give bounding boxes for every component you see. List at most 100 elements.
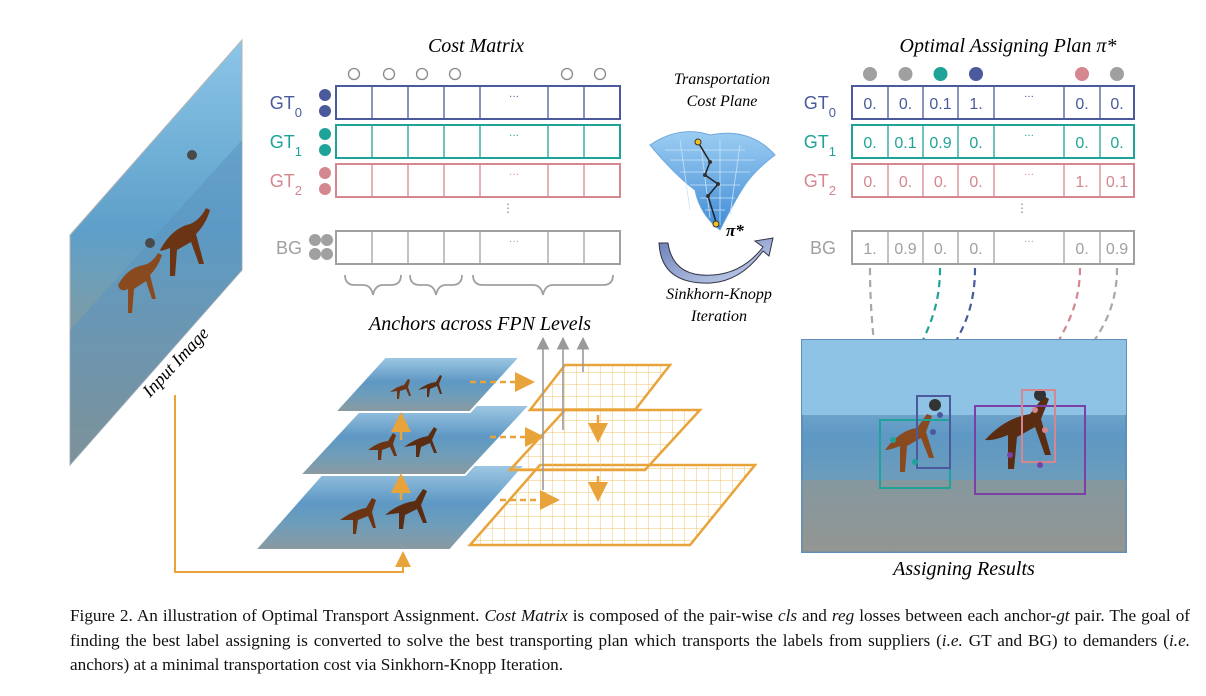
plan-cell-value: 0.	[969, 174, 982, 191]
anchor-circle	[415, 67, 429, 81]
plan-cell-value: 0.9	[929, 135, 951, 152]
supplier-dot	[321, 248, 333, 260]
plan-row-label: GT2	[804, 171, 836, 198]
fpn-image-pyramid	[252, 356, 533, 551]
plan-cell-value: 0.	[1075, 96, 1088, 113]
results-label: Assigning Results	[891, 558, 1035, 580]
supplier-dot	[319, 167, 331, 179]
plan-row-ellipsis: ···	[1024, 237, 1034, 248]
transport-plane-label-line1: Transportation	[674, 71, 770, 88]
sinkhorn-label-line2: Iteration	[690, 308, 747, 325]
plan-row-ellipsis: ···	[1024, 92, 1034, 103]
caption-term: cls	[777, 606, 798, 625]
cost-row-label: BG	[276, 238, 302, 258]
caption-text: and	[802, 606, 827, 625]
caption-text: pair. The goal of finding the best label…	[70, 606, 1191, 650]
caption-text: anchors) at a minimal transportation cos…	[70, 655, 564, 674]
ota-figure: Input Image Cost Matrix GT0···GT1···GT2·…	[69, 35, 1135, 580]
transport-plane-label-line2: Cost Plane	[687, 93, 758, 110]
caption-text: is composed of the pair-wise	[572, 606, 773, 625]
caption-term: i.e.	[1169, 630, 1191, 650]
supplier-dot	[319, 105, 331, 117]
plan-cell-value: 0.9	[894, 241, 916, 258]
caption-term: reg	[831, 606, 855, 625]
caption-text: GT and BG) to demanders (	[968, 630, 1170, 650]
cost-matrix-title: Cost Matrix	[428, 35, 524, 57]
cost-row	[335, 163, 621, 198]
cost-row	[335, 230, 621, 265]
plan-row	[851, 124, 1135, 159]
cost-row-ellipsis: ···	[509, 131, 519, 142]
result-anchor-points	[890, 407, 1048, 468]
cost-row-ellipsis: ···	[509, 92, 519, 103]
cost-row-ellipsis: ···	[509, 237, 519, 248]
plan-cell-value: 0.	[969, 135, 982, 152]
plan-cell-value: 0.	[899, 96, 912, 113]
plan-cell-value: 0.	[934, 241, 947, 258]
supplier-dot	[321, 234, 333, 246]
plan-cell-value: 0.	[863, 174, 876, 191]
demander-dot	[898, 67, 913, 81]
input-image	[69, 38, 243, 467]
cost-row	[335, 124, 621, 159]
demander-dot	[969, 67, 983, 81]
plan-row-label: GT1	[804, 132, 836, 159]
plan-row-label: BG	[810, 238, 836, 258]
cost-row-label: GT0	[270, 93, 302, 120]
supplier-dot	[319, 89, 331, 101]
plan-cell-value: 0.9	[1106, 241, 1128, 258]
plan-cell-value: 0.	[934, 174, 947, 191]
supplier-dot	[309, 234, 321, 246]
caption-lead: Figure 2. An illustration of Optimal Tra…	[70, 606, 480, 625]
plan-cell-value: 0.	[1075, 135, 1088, 152]
pi-star-label: π*	[726, 221, 744, 240]
plan-row-ellipsis: ···	[1024, 131, 1034, 142]
cost-matrix-vdots: ⋮	[502, 201, 514, 215]
plan-cell-value: 1.	[863, 241, 876, 258]
demander-dot	[1075, 67, 1089, 81]
anchor-circle	[560, 67, 574, 81]
plan-title: Optimal Assigning Plan π*	[900, 35, 1117, 57]
plan-cell-value: 0.	[899, 174, 912, 191]
plan-cell-value: 0.	[1075, 241, 1088, 258]
supplier-dot	[319, 144, 331, 156]
result-boxes	[879, 389, 1086, 495]
assigning-results-image	[801, 339, 1127, 553]
sinkhorn-label-line1: Sinkhorn-Knopp	[666, 286, 772, 303]
supplier-dot	[319, 183, 331, 195]
caption-term: gt	[1056, 606, 1070, 625]
plan-row	[851, 163, 1135, 198]
demander-dot	[863, 67, 877, 81]
plan-row	[851, 230, 1135, 265]
cost-row-label: GT2	[270, 171, 302, 198]
supplier-dot	[309, 248, 321, 260]
cost-row-ellipsis: ···	[509, 170, 519, 181]
plan-cell-value: 0.	[863, 135, 876, 152]
plan-row-ellipsis: ···	[1024, 170, 1034, 181]
cost-matrix: GT0 ··· GT1 ··· GT2 ··· BG ···	[270, 67, 621, 265]
plan-cell-value: 1.	[1075, 174, 1088, 191]
cost-row-label: GT1	[270, 132, 302, 159]
fpn-level-braces	[344, 274, 614, 296]
fpn-feature-maps	[467, 363, 758, 547]
caption-text: losses between each anchor-	[859, 606, 1057, 625]
supplier-dot	[319, 128, 331, 140]
plan-cell-value: 0.1	[1106, 174, 1128, 191]
input-to-fpn-arrow	[174, 395, 411, 573]
plan-cell-value: 1.	[969, 96, 982, 113]
sinkhorn-arrow	[658, 237, 774, 284]
plan-row	[851, 85, 1135, 120]
caption-term: i.e.	[941, 630, 963, 650]
figure-caption: Figure 2. An illustration of Optimal Tra…	[70, 604, 1190, 678]
caption-term: Cost Matrix	[484, 606, 568, 625]
anchor-circle	[448, 67, 462, 81]
transport-cost-surface	[649, 131, 776, 231]
plan-cell-value: 0.	[1110, 96, 1123, 113]
plan-cell-value: 0.	[863, 96, 876, 113]
cost-row	[335, 85, 621, 120]
plan-cell-value: 0.	[1110, 135, 1123, 152]
demander-dot	[1110, 67, 1124, 81]
plan-cell-value: 0.1	[894, 135, 916, 152]
plan-cell-value: 0.1	[929, 96, 951, 113]
